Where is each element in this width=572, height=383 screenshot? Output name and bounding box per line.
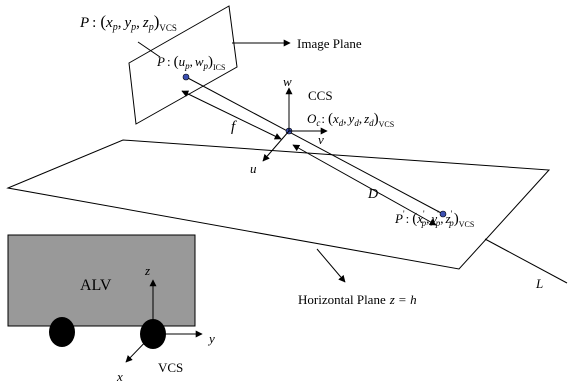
line-l [484, 238, 568, 284]
w-axis-label: w [283, 74, 292, 89]
vcs-x-axis [125, 333, 154, 363]
vcs-label: VCS [158, 360, 183, 375]
ground-point-label: P':(x'p,y'p,z'p)VCS [394, 209, 474, 229]
ground-point [439, 210, 447, 218]
image-plane-label: Image Plane [297, 36, 362, 51]
vcs-z-label: z [144, 263, 150, 278]
distance-arrow [292, 144, 437, 226]
u-axis [262, 130, 290, 162]
camera-origin-label: Oc:(xd,yd,zd)VCS [307, 111, 394, 129]
focal-length-label: f [231, 119, 237, 135]
p-leader-line [137, 41, 161, 58]
image-plane [128, 5, 238, 125]
image-point-label: P:(up,wp)ICS [156, 54, 225, 72]
alv-label: ALV [80, 277, 112, 294]
horizontal-plane-arrow [316, 248, 346, 283]
alv-wheel-left [49, 317, 75, 347]
distance-label: D [367, 187, 378, 202]
focal-length-arrow [181, 90, 282, 140]
horizontal-plane [6, 139, 551, 270]
ccs-label: CCS [308, 88, 333, 103]
world-point-label: P:(xp,yp,zp)VCS [79, 12, 177, 33]
vcs-y-label: y [207, 331, 215, 346]
line-l-label: L [535, 276, 543, 291]
u-axis-label: u [250, 161, 257, 176]
vcs-x-label: x [116, 369, 123, 383]
image-point [182, 73, 190, 81]
v-axis-label: v [318, 132, 324, 147]
alv-body [7, 234, 196, 327]
